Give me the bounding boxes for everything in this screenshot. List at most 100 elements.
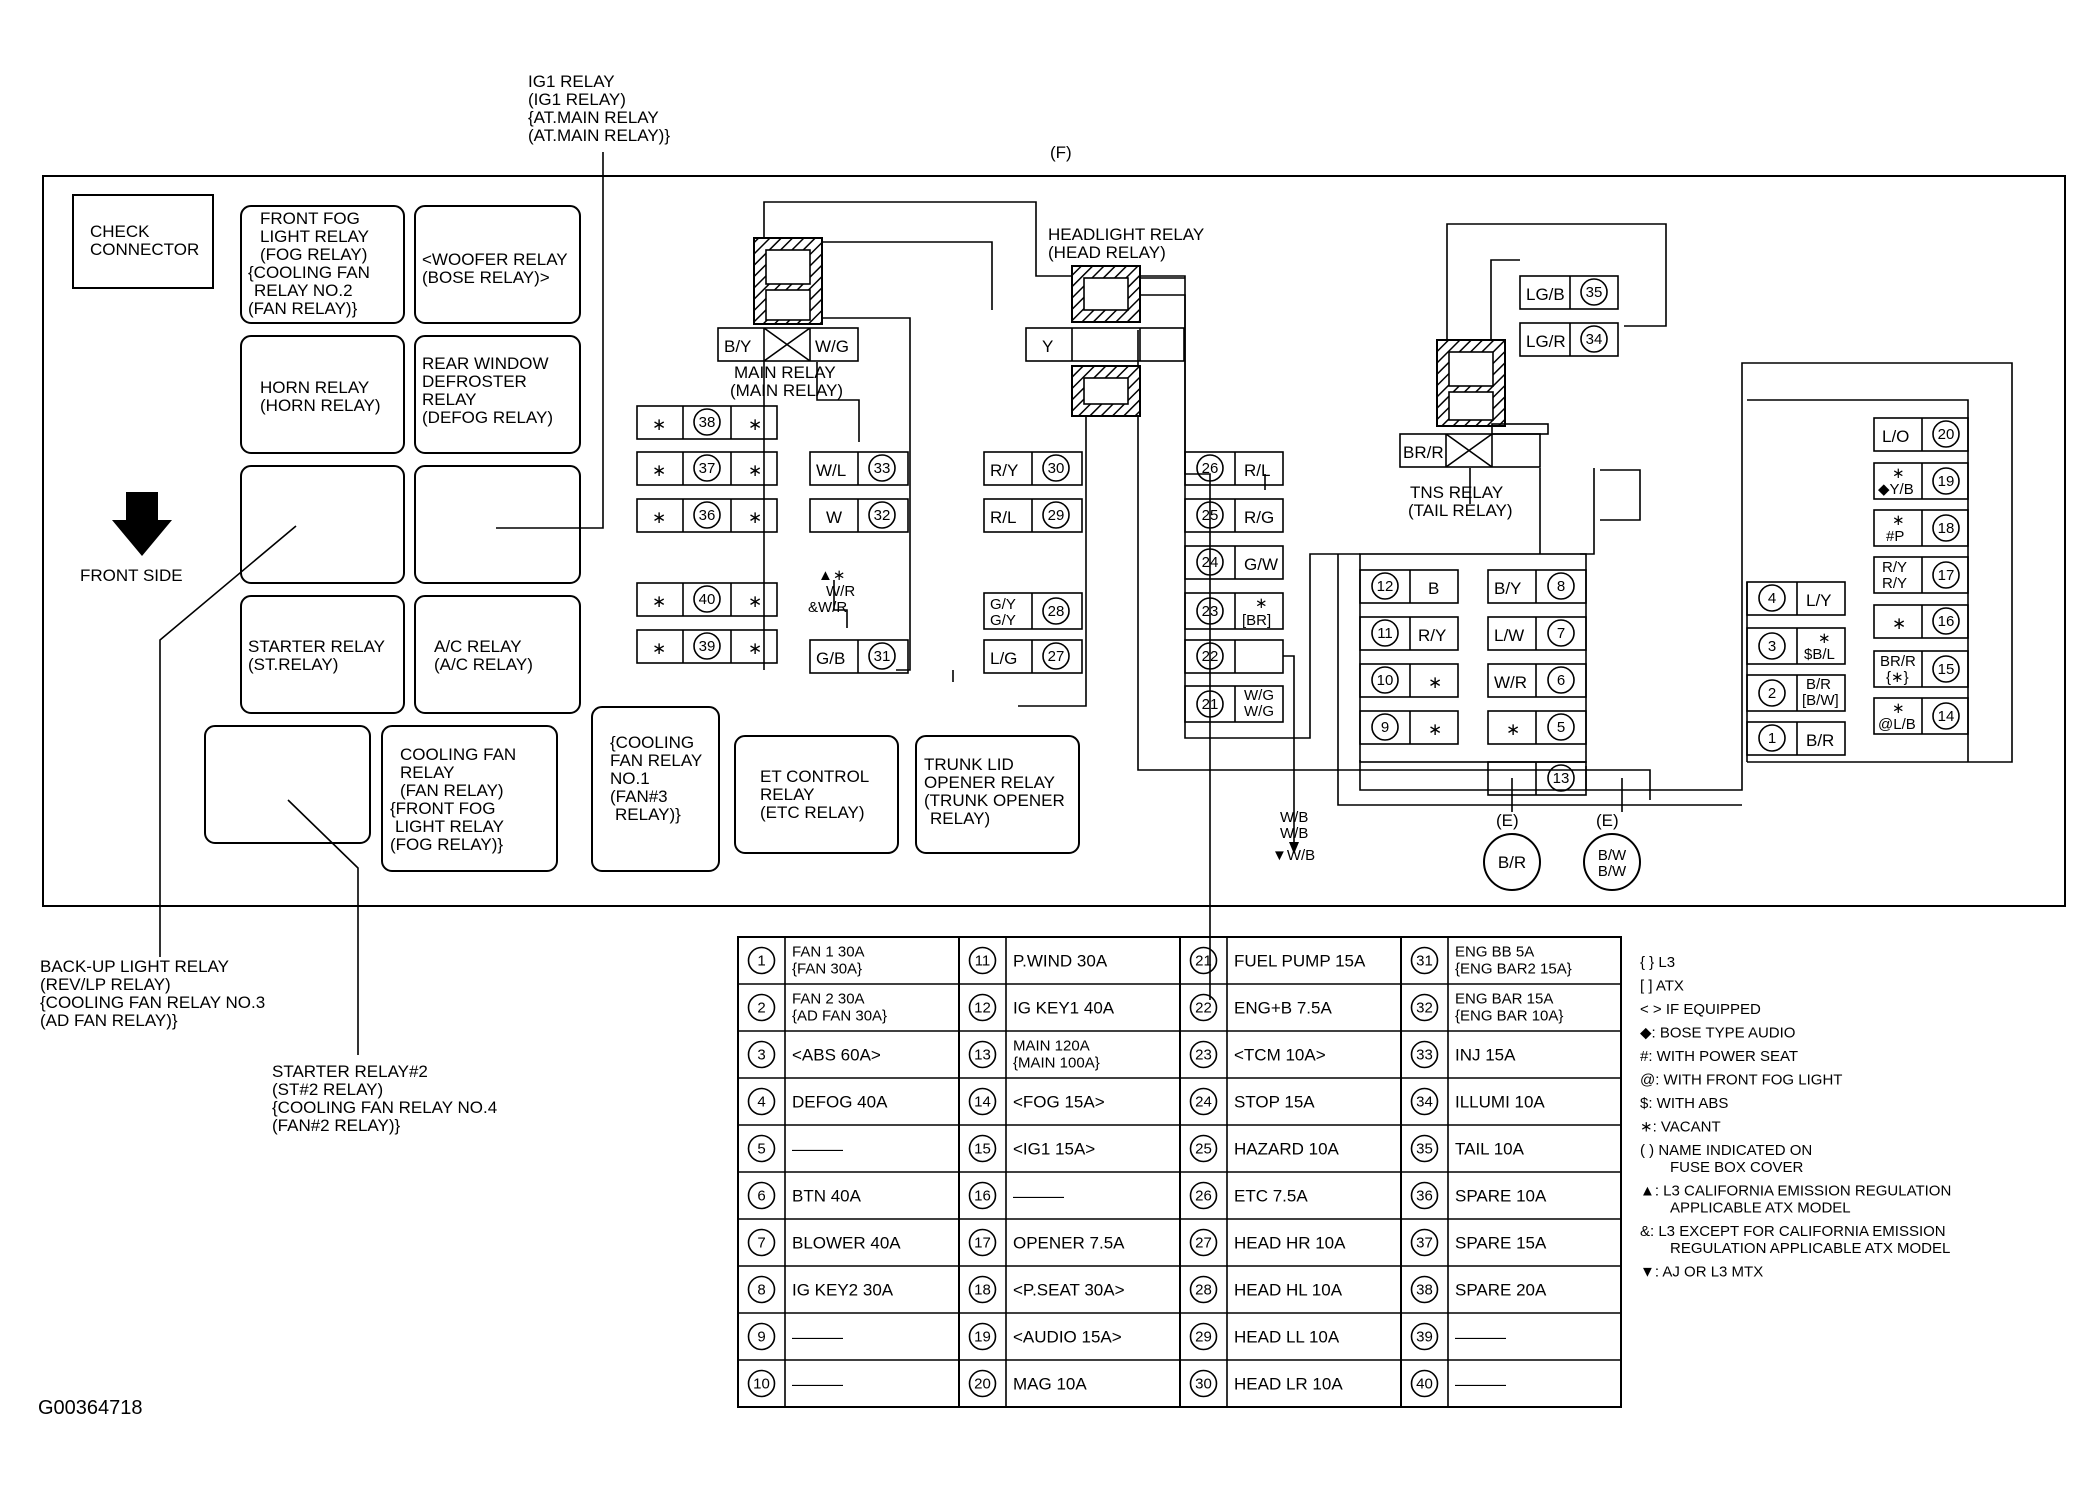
svg-text:TNS RELAY: TNS RELAY (1410, 483, 1503, 502)
svg-text:BACK-UP LIGHT RELAY: BACK-UP LIGHT RELAY (40, 957, 229, 976)
svg-text:(FAN RELAY)}: (FAN RELAY)} (248, 299, 358, 318)
svg-text:G/W: G/W (1244, 555, 1278, 574)
svg-text:{COOLING: {COOLING (610, 733, 694, 752)
rear-window-defroster-relay: REAR WINDOW DEFROSTER RELAY (DEFOG RELAY… (414, 335, 581, 454)
fuse-rating: FUEL PUMP 15A (1234, 952, 1366, 971)
legend-entry: FUSE BOX COVER (1670, 1159, 1804, 1176)
slot-26: 26 R/L (1184, 451, 1284, 486)
svg-text:HORN RELAY: HORN RELAY (260, 378, 369, 397)
svg-text:(BOSE RELAY)>: (BOSE RELAY)> (422, 268, 550, 287)
fuse-number-circle (747, 1228, 776, 1257)
diagram-title: (F) (1050, 143, 1072, 162)
fuse-number-circle (968, 993, 997, 1022)
svg-text:15: 15 (1938, 661, 1955, 678)
legend-entry: ▲: L3 CALIFORNIA EMISSION REGULATION (1640, 1183, 1951, 1200)
svg-text:OPENER RELAY: OPENER RELAY (924, 773, 1055, 792)
fuse-number-circle (1410, 1134, 1439, 1163)
slot-4: 4 L/Y (1746, 581, 1846, 616)
tns-relay-contacts: BR/R (1399, 423, 1549, 468)
fuse-rating: <P.SEAT 30A> (1013, 1281, 1125, 1300)
svg-text:18: 18 (1938, 520, 1955, 537)
fuse-rating: TAIL 10A (1455, 1140, 1525, 1159)
slot-38: ∗ 38 ∗ (636, 405, 778, 440)
ig1-relay (414, 465, 581, 584)
fuse-box-outline (42, 175, 2066, 907)
svg-text:∗: ∗ (1892, 700, 1905, 717)
svg-text:[BR]: [BR] (1242, 612, 1271, 629)
fuse-number: 23 (1195, 1047, 1212, 1064)
svg-text:(TRUNK OPENER: (TRUNK OPENER (924, 791, 1065, 810)
svg-text:∗: ∗ (1892, 465, 1905, 482)
headlight-terminal-y: Y (1025, 327, 1185, 362)
horn-relay: HORN RELAY (HORN RELAY) (240, 335, 405, 454)
svg-text:(ETC RELAY): (ETC RELAY) (760, 803, 865, 822)
slot-9: 9 ∗ (1359, 710, 1459, 745)
fuse-number: 16 (974, 1188, 991, 1205)
fuse-number: 5 (757, 1141, 765, 1158)
svg-text:RELAY): RELAY) (930, 809, 990, 828)
svg-text:∗: ∗ (1818, 630, 1831, 647)
svg-text:RELAY: RELAY (400, 763, 455, 782)
svg-text:W/G: W/G (1244, 703, 1274, 720)
slot-20: L/O 20 (1873, 417, 1969, 452)
fuse-number-circle (1189, 1040, 1218, 1069)
fuse-rating: MAG 10A (1013, 1375, 1087, 1394)
svg-text:G/B: G/B (816, 649, 845, 668)
fuse-rating: <IG1 15A> (1013, 1140, 1095, 1159)
svg-text:36: 36 (699, 507, 716, 524)
fuse-number: 15 (974, 1141, 991, 1158)
svg-text:(FAN#3: (FAN#3 (610, 787, 668, 806)
svg-text:DEFROSTER: DEFROSTER (422, 372, 527, 391)
fuse-number: 31 (1416, 953, 1433, 970)
fuse-number-circle (1410, 1322, 1439, 1351)
fuse-number: 3 (757, 1047, 765, 1064)
svg-text:R/G: R/G (1244, 508, 1274, 527)
slot-16: ∗ 16 (1873, 604, 1969, 639)
slot-24: 24 G/W (1184, 545, 1284, 580)
legend-entry: $: WITH ABS (1640, 1095, 1728, 1112)
fuse-number-circle (1410, 1228, 1439, 1257)
front-side-label: FRONT SIDE (80, 566, 183, 585)
svg-text:(DEFOG RELAY): (DEFOG RELAY) (422, 408, 553, 427)
svg-text:∗: ∗ (1428, 673, 1442, 692)
fuse-rating: ENG BAR 15A (1455, 991, 1553, 1008)
fuse-number-circle (1189, 1275, 1218, 1304)
slot-18: ∗ #P 18 (1873, 509, 1969, 547)
svg-text:BR/R: BR/R (1880, 653, 1916, 670)
fuse-number-circle (968, 1040, 997, 1069)
svg-text:∗: ∗ (652, 592, 666, 611)
svg-text:9: 9 (1381, 719, 1389, 736)
svg-text:(TAIL RELAY): (TAIL RELAY) (1408, 501, 1513, 520)
fuse-rating: HEAD HL 10A (1234, 1281, 1343, 1300)
svg-text:$B/L: $B/L (1804, 646, 1835, 663)
fuse-rating: <ABS 60A> (792, 1046, 881, 1065)
svg-text:REAR WINDOW: REAR WINDOW (422, 354, 549, 373)
svg-text:34: 34 (1586, 331, 1603, 348)
fuse-rating: ——— (792, 1140, 843, 1159)
fuse-rating: <TCM 10A> (1234, 1046, 1326, 1065)
fuse-rating: <FOG 15A> (1013, 1093, 1105, 1112)
callout-line: (AT.MAIN RELAY)} (528, 126, 670, 145)
tns-wiring (1337, 223, 2013, 812)
fuse-number-circle (747, 1040, 776, 1069)
svg-text:35: 35 (1586, 284, 1603, 301)
svg-text:4: 4 (1768, 590, 1776, 607)
svg-text:{COOLING FAN: {COOLING FAN (248, 263, 370, 282)
fuse-rating: HAZARD 10A (1234, 1140, 1340, 1159)
main-relay-contacts: B/Y W/G (717, 327, 859, 362)
fuse-rating: ETC 7.5A (1234, 1187, 1308, 1206)
svg-text:W/B: W/B (1280, 825, 1308, 842)
fuse-number-circle (1410, 946, 1439, 975)
slot-39: ∗ 39 ∗ (636, 629, 778, 664)
svg-text:29: 29 (1048, 507, 1065, 524)
ground-br: (E) B/R (1483, 811, 1541, 891)
fuse-number-circle (1189, 1322, 1218, 1351)
fuse-number: 13 (974, 1047, 991, 1064)
fuse-rating: MAIN 120A (1013, 1038, 1090, 1055)
fuse-number-circle (968, 1369, 997, 1398)
fuse-number: 26 (1195, 1188, 1212, 1205)
slot-21: 21 W/G W/G (1184, 685, 1284, 723)
fuse-number: 9 (757, 1329, 765, 1346)
slot-33: W/L 33 (809, 451, 909, 486)
slot-12: 12 B (1359, 569, 1459, 604)
